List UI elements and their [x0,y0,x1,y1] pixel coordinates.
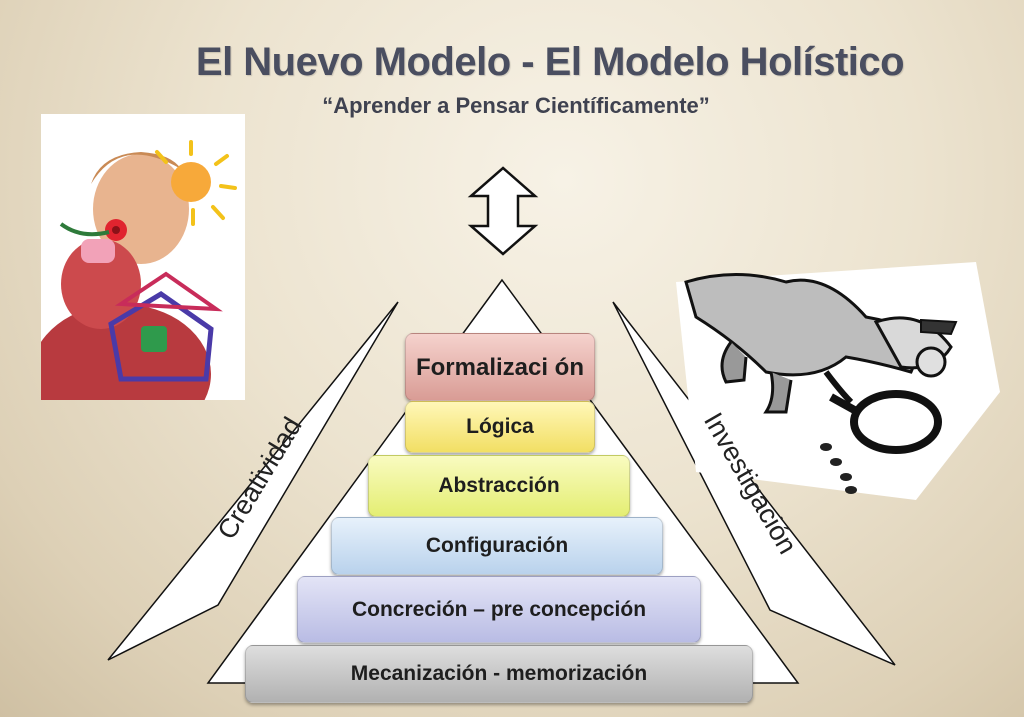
step-logica: Lógica [405,401,595,453]
page-title: El Nuevo Modelo - El Modelo Holístico [195,40,905,84]
detective-cartoon [676,262,1000,500]
step-abstraccion: Abstracción [368,455,630,517]
right-wedge [612,301,896,666]
step-mecanizacion: Mecanización - memorización [245,645,753,703]
step-concrecion: Concreción – pre concepción [297,576,701,643]
page-subtitle: “Aprender a Pensar Científicamente” [322,93,710,118]
child-painting-photo [41,114,245,400]
step-configuracion: Configuración [331,517,663,575]
step-formalizacion: Formalizaci ón [405,333,595,401]
double-arrow-icon [467,166,539,256]
left-wedge [107,301,399,661]
